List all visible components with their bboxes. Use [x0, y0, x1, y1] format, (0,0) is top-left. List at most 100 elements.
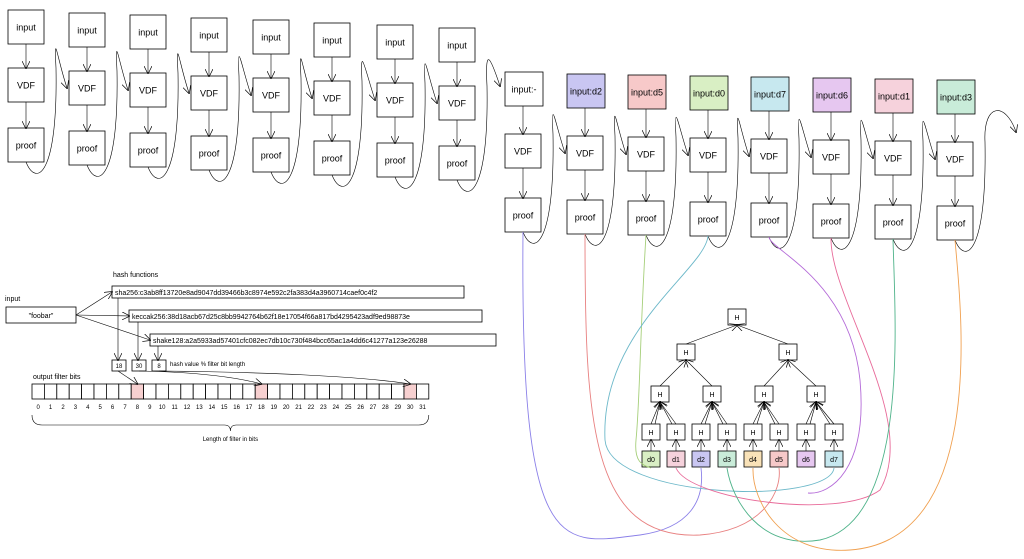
- filter-length-brace: [31, 414, 430, 432]
- data-vdf-box-rect: [812, 139, 850, 175]
- filter-bit: [68, 383, 82, 400]
- filter-bit: [391, 383, 405, 400]
- merkle-leaf-d5-label: d5: [775, 457, 783, 464]
- merkle-edge: [816, 402, 831, 425]
- seq-proof-box-rect: [7, 127, 45, 163]
- bit-index-label: 24: [332, 405, 339, 411]
- filter-bit: [242, 383, 256, 400]
- link-proof-to-d6: [768, 236, 862, 494]
- seq-vdf-box: VDF: [252, 77, 290, 113]
- merkle-hash-node: H: [691, 423, 711, 441]
- seq-chain-curve: [394, 63, 437, 189]
- filter-bit: [415, 383, 430, 400]
- merkle-hash-node: H: [769, 423, 789, 441]
- seq-input-box: input: [190, 17, 228, 53]
- seq-vdf-box-label: VDF: [78, 83, 97, 93]
- filter-bit: [155, 383, 169, 400]
- mod-value-box-label: 30: [136, 364, 143, 370]
- bit-index-label: 20: [283, 405, 290, 411]
- seq-proof-box-label: proof: [199, 148, 220, 158]
- data-vdf-box: VDF: [504, 133, 542, 169]
- merkle-leaf-d5: d5: [769, 450, 789, 468]
- bit-index-label: 9: [148, 405, 152, 411]
- data-vdf-box-rect: [504, 133, 542, 169]
- bit-index-label: 17: [246, 405, 253, 411]
- merkle-edge: [660, 402, 673, 425]
- bit-index-label: 14: [208, 405, 215, 411]
- mod-value-box-label: 8: [157, 364, 161, 370]
- merkle-hash-node: H: [676, 343, 696, 361]
- seq-vdf-box-label: VDF: [139, 85, 158, 95]
- data-chain-curve: [522, 114, 565, 244]
- data-vdf-box-label: VDF: [699, 150, 718, 160]
- bit-index-label: 16: [233, 405, 240, 411]
- merkle-edge: [763, 360, 788, 387]
- merkle-hash-node-label: H: [803, 430, 808, 437]
- filter-bit: [353, 383, 368, 400]
- merkle-hash-node-label: H: [785, 350, 790, 357]
- seq-proof-box-rect: [252, 137, 290, 173]
- mod-to-bit-arrow: [117, 370, 137, 384]
- merkle-hash-node: H: [650, 385, 670, 403]
- data-input-box-label: input:-: [511, 84, 536, 94]
- data-vdf-box-label: VDF: [514, 146, 533, 156]
- seq-proof-box: proof: [438, 145, 476, 181]
- data-input-box: input:d2: [566, 73, 606, 109]
- seq-proof-box: proof: [313, 140, 351, 176]
- filter-bit: [167, 383, 182, 400]
- data-input-box: input:d5: [627, 74, 667, 110]
- seq-input-box-label: input: [385, 37, 405, 47]
- data-input-box-rect: [750, 76, 790, 112]
- mod-to-bit-arrow: [138, 370, 261, 384]
- merkle-hash-node-label: H: [761, 392, 766, 399]
- bit-index-label: 23: [320, 405, 327, 411]
- seq-input-box: input: [7, 9, 45, 45]
- merkle-leaf-d6: d6: [796, 450, 816, 468]
- data-vdf-box-rect: [936, 141, 974, 177]
- input-to-hash-arrow: [75, 315, 129, 316]
- filter-bit: [143, 383, 157, 400]
- bit-index-label: 29: [394, 405, 401, 411]
- seq-proof-box-label: proof: [77, 143, 98, 153]
- bit-index-label: 6: [111, 405, 115, 411]
- filter-bit: [44, 383, 58, 400]
- data-proof-box: proof: [750, 202, 788, 238]
- seq-input-box-rect: [68, 12, 106, 48]
- data-vdf-box-rect: [689, 137, 727, 173]
- seq-proof-box-label: proof: [322, 153, 343, 163]
- filter-bit: [93, 383, 107, 400]
- data-input-box-label: input:d1: [878, 91, 910, 101]
- filter-bit: [329, 383, 343, 400]
- merkle-edge: [752, 402, 764, 425]
- merkle-leaf-d3-label: d3: [723, 457, 731, 464]
- merkle-edge: [712, 402, 728, 425]
- hash-functions-heading: hash functions: [113, 272, 159, 279]
- seq-vdf-box-label: VDF: [262, 90, 281, 100]
- merkle-leaf-d3: d3: [717, 450, 737, 468]
- seq-vdf-box-label: VDF: [17, 80, 36, 90]
- merkle-leaf-d2-label: d2: [697, 457, 705, 464]
- seq-vdf-box: VDF: [190, 75, 228, 111]
- filter-bit: [316, 383, 331, 400]
- bit-index-label: 27: [370, 405, 377, 411]
- seq-proof-box: proof: [129, 132, 167, 168]
- data-vdf-box: VDF: [874, 140, 912, 176]
- data-input-box-label: input:d5: [631, 87, 663, 97]
- merkle-leaf-d0: d0: [641, 450, 661, 468]
- merkle-hash-node: H: [717, 423, 737, 441]
- bit-index-label: 30: [407, 405, 414, 411]
- merkle-edge: [816, 402, 835, 425]
- data-proof-box-label: proof: [821, 216, 842, 226]
- seq-chain-curve: [86, 51, 128, 177]
- data-proof-box-label: proof: [883, 217, 904, 227]
- data-proof-box: proof: [936, 205, 974, 241]
- seq-vdf-box-label: VDF: [323, 93, 342, 103]
- mod-to-bit-arrow: [158, 370, 410, 384]
- filter-bit: [81, 383, 95, 400]
- data-proof-box-rect: [627, 200, 665, 236]
- merkle-root-node-label: H: [734, 315, 739, 322]
- merkle-edge: [809, 402, 816, 425]
- data-vdf-box: VDF: [936, 141, 974, 177]
- seq-vdf-box: VDF: [376, 82, 414, 118]
